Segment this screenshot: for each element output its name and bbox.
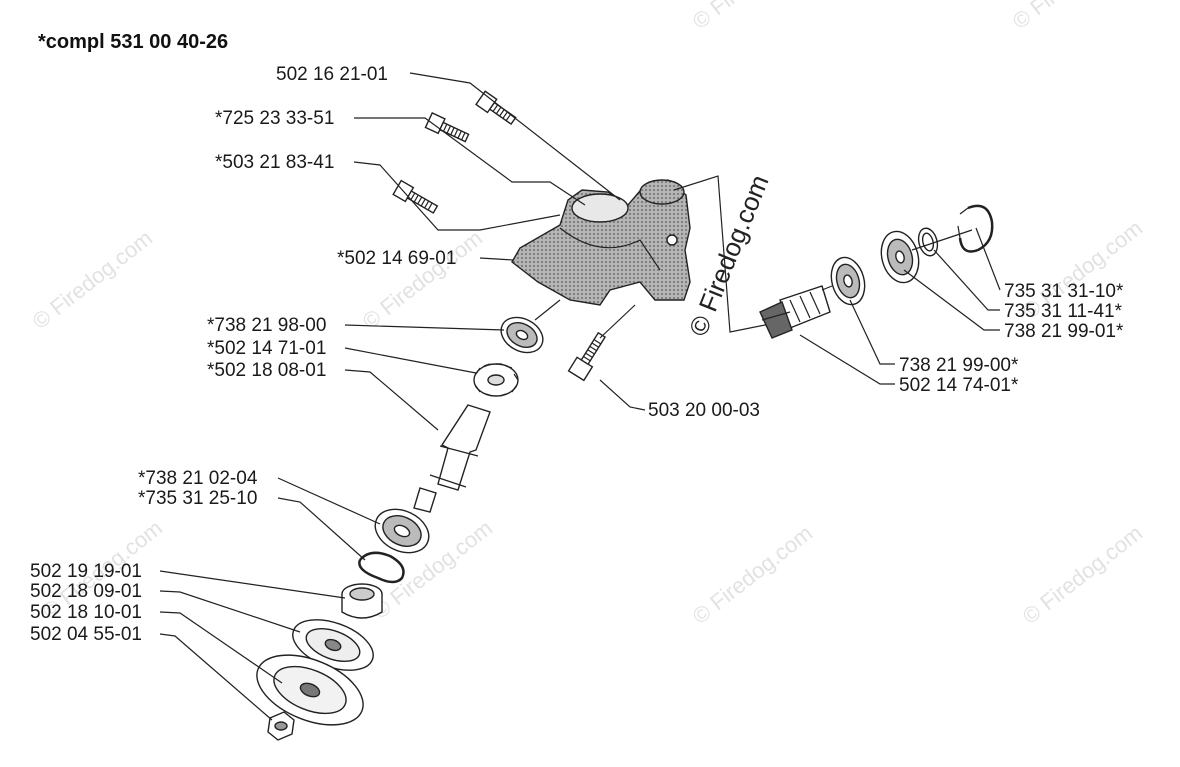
pinion-502-14-74-01 (759, 285, 831, 339)
support-plate-502-18-10-01 (256, 654, 364, 726)
watermark-text: © Firedog.com (28, 225, 157, 334)
washer-502-18-09-01 (292, 619, 374, 671)
watermark-layer: © Firedog.com © Firedog.com © Firedog.co… (28, 0, 1147, 629)
bevel-gear-502-14-71-01 (473, 363, 519, 397)
screw-axis-line (599, 304, 636, 339)
circlip-735-31-31-10 (957, 204, 994, 253)
watermark-text: © Firedog.com (358, 225, 487, 334)
label-502-18-10-01: 502 18 10-01 (30, 602, 142, 623)
label-735-31-31-10: 735 31 31-10* (1004, 281, 1124, 302)
label-738-21-98-00: *738 21 98-00 (207, 315, 326, 336)
pinion-axis (821, 285, 833, 291)
label-502-04-55-01: 502 04 55-01 (30, 624, 142, 645)
bearing-738-21-99-01 (880, 230, 920, 284)
assembly-title: *compl 531 00 40-26 (38, 31, 228, 53)
leader-lines (159, 72, 1001, 721)
label-738-21-02-04: *738 21 02-04 (138, 468, 258, 489)
bearing-738-21-98-00 (500, 316, 544, 354)
label-502-16-21-01: 502 16 21-01 (276, 64, 388, 85)
label-735-31-11-41: 735 31 11-41* (1004, 301, 1123, 322)
label-503-21-83-41: *503 21 83-41 (215, 152, 334, 173)
ring-735-31-11-41 (917, 227, 939, 257)
screw-502-16-21-01 (475, 90, 517, 126)
label-725-23-33-51: *725 23 33-51 (215, 108, 334, 129)
watermark-text: © Firedog.com (1018, 520, 1147, 629)
label-502-14-69-01: *502 14 69-01 (337, 248, 456, 269)
right-axis (911, 229, 973, 251)
label-738-21-99-00: 738 21 99-00* (899, 355, 1019, 376)
screw-725-23-33-51 (424, 112, 470, 143)
nut-502-04-55-01 (267, 711, 295, 741)
label-502-14-74-01: 502 14 74-01* (899, 375, 1019, 396)
screw-503-20-00-03 (567, 331, 607, 382)
circlip-735-31-25-10 (358, 551, 405, 584)
sleeve-502-19-19-01 (341, 583, 383, 619)
shaft-502-18-08-01 (413, 404, 491, 513)
label-503-20-00-03: 503 20 00-03 (648, 400, 760, 421)
watermark-text: © Firedog.com (688, 0, 817, 34)
shaft-line (534, 299, 561, 321)
label-502-14-71-01: *502 14 71-01 (207, 338, 326, 359)
label-738-21-99-01: 738 21 99-01* (1004, 321, 1124, 342)
label-502-18-09-01: 502 18 09-01 (30, 581, 142, 602)
label-735-31-25-10: *735 31 25-10 (138, 488, 257, 509)
watermark-text: © Firedog.com (688, 520, 817, 629)
part-labels: 502 16 21-01 *725 23 33-51 *503 21 83-41… (30, 64, 1124, 645)
leader-housing-right (673, 175, 801, 333)
watermark-text: © Firedog.com (1008, 0, 1137, 34)
label-502-18-08-01: *502 18 08-01 (207, 360, 326, 381)
gear-housing-502-14-69-01 (511, 179, 691, 306)
label-502-19-19-01: 502 19 19-01 (30, 561, 142, 582)
screw-503-21-83-41 (392, 179, 439, 214)
bearing-738-21-02-04 (374, 508, 430, 554)
bearing-738-21-99-00 (830, 256, 866, 306)
